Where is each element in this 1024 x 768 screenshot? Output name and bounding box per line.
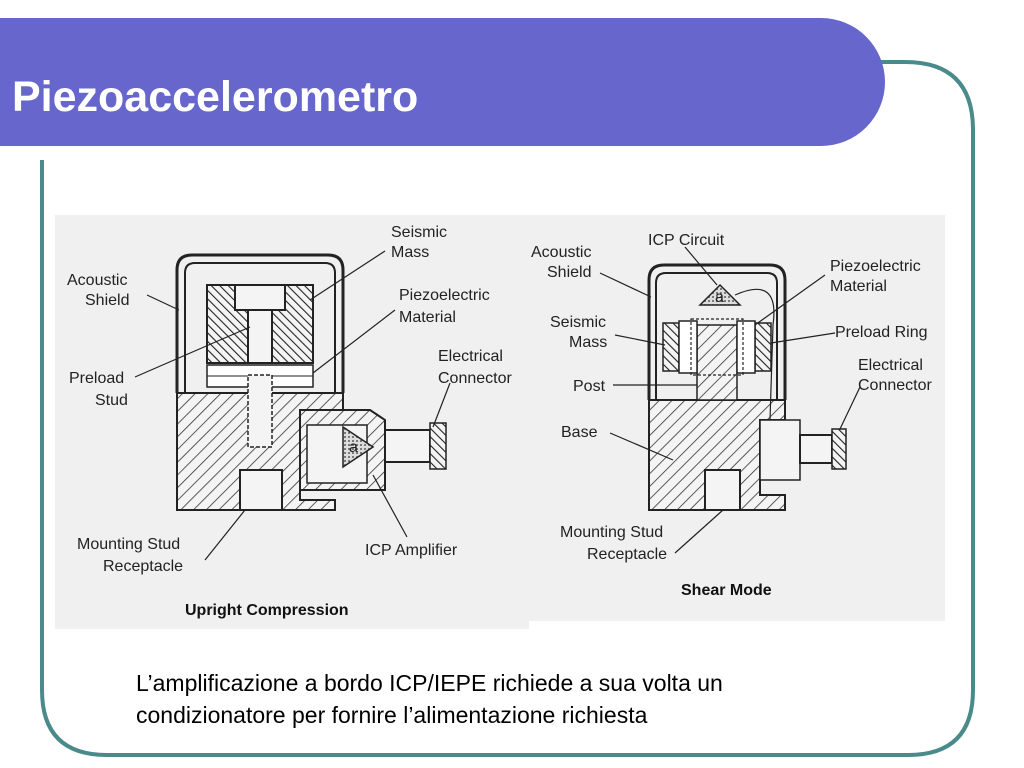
right-label-connector-1: Electrical — [858, 357, 923, 374]
right-label-piezo-1: Piezoelectric — [830, 258, 921, 275]
left-base — [176, 392, 344, 511]
right-label-connector-2: Connector — [858, 377, 932, 394]
upright-compression-diagram: a Seismic Mass Acoustic Shield Piezoelec… — [55, 215, 529, 629]
slide-title: Piezoaccelerometro — [12, 73, 419, 121]
right-label-base: Base — [561, 424, 598, 441]
right-label-icp: ICP Circuit — [648, 232, 725, 249]
right-label-seismic-2: Mass — [569, 334, 607, 351]
right-seismic-mass-right — [754, 322, 772, 372]
left-label-piezo-2: Material — [399, 309, 456, 326]
right-leader-lines — [599, 246, 861, 554]
accelerometer-diagrams: a Seismic Mass Acoustic Shield Piezoelec… — [55, 215, 945, 629]
left-preload-stud — [247, 374, 273, 448]
left-acoustic-shield — [175, 253, 345, 393]
shear-mode-diagram: a ICP Circuit Acoustic Shield Piezoelect… — [529, 215, 945, 621]
left-icp-amplifier-symbol — [342, 425, 375, 469]
right-piezo-left — [678, 320, 698, 374]
right-label-acoustic-1: Acoustic — [531, 244, 591, 261]
right-label-acoustic-2: Shield — [547, 264, 591, 281]
right-post — [696, 324, 738, 401]
left-label-mounting-1: Mounting Stud — [77, 536, 180, 553]
left-electrical-connector — [384, 429, 431, 463]
svg-text:a: a — [349, 439, 358, 456]
left-label-connector-1: Electrical — [438, 348, 503, 365]
title-underline — [0, 148, 875, 152]
right-base — [648, 399, 786, 511]
right-piezo-right — [736, 320, 756, 374]
right-label-post: Post — [573, 378, 606, 395]
caption-line-1: L’amplificazione a bordo ICP/IEPE richie… — [136, 670, 723, 696]
left-label-seismic-2: Mass — [391, 244, 429, 261]
left-label-seismic-1: Seismic — [391, 224, 447, 241]
left-leader-lines — [134, 250, 451, 561]
left-label-acoustic-2: Shield — [85, 292, 129, 309]
right-label-piezo-2: Material — [830, 278, 887, 295]
left-label-preload-2: Stud — [95, 392, 128, 409]
left-label-mounting-2: Receptacle — [103, 558, 183, 575]
right-label-ring: Preload Ring — [835, 324, 928, 341]
right-label-mounting-2: Receptacle — [587, 546, 667, 563]
right-label-mounting-1: Mounting Stud — [560, 524, 663, 541]
caption-line-2: condizionatore per fornire l’alimentazio… — [136, 702, 648, 728]
frame-border — [40, 60, 975, 757]
title-bar — [0, 18, 885, 146]
left-label-connector-2: Connector — [438, 370, 512, 387]
right-mounting-receptacle — [704, 469, 741, 511]
left-label-preload-1: Preload — [69, 370, 124, 387]
right-heading: Shear Mode — [681, 582, 772, 599]
left-heading: Upright Compression — [185, 602, 349, 619]
left-label-acoustic-1: Acoustic — [67, 272, 127, 289]
left-label-piezo-1: Piezoelectric — [399, 287, 490, 304]
svg-text:a: a — [715, 289, 724, 306]
slide-caption: L’amplificazione a bordo ICP/IEPE richie… — [136, 667, 896, 731]
right-electrical-connector — [799, 434, 833, 464]
right-preload-ring — [690, 318, 744, 376]
right-seismic-mass-left — [662, 322, 680, 372]
left-mounting-receptacle — [239, 469, 283, 511]
right-icp-circuit-symbol — [698, 283, 742, 306]
right-label-seismic-1: Seismic — [550, 314, 606, 331]
right-connector-housing — [759, 419, 801, 481]
right-acoustic-shield — [647, 263, 787, 400]
left-label-icp: ICP Amplifier — [365, 542, 458, 559]
